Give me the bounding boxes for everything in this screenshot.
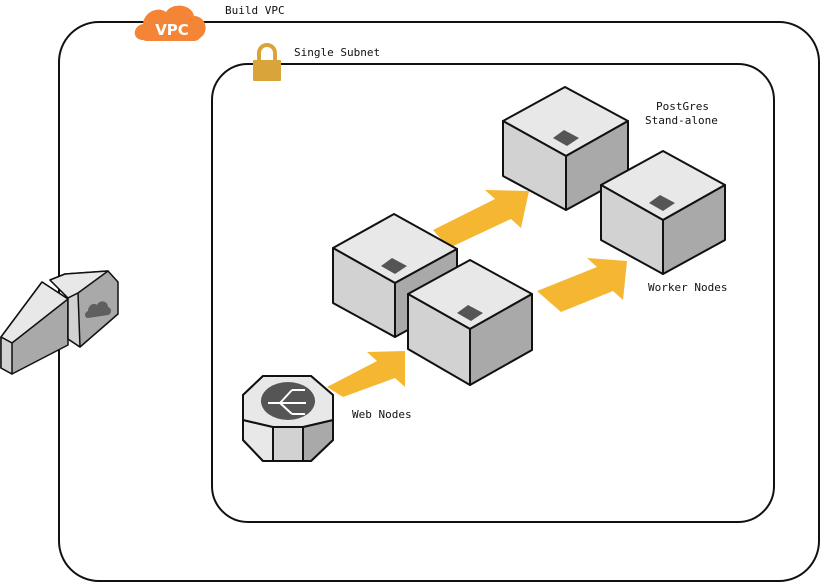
padlock-icon <box>253 43 281 81</box>
vpc-badge-text: VPC <box>155 21 189 39</box>
load-balancer-icon <box>242 375 334 462</box>
vpc-cloud-icon: VPC <box>134 5 206 42</box>
internet-gateway-icon <box>0 270 119 375</box>
postgres-label-line1: PostGres <box>656 100 709 113</box>
worker-node-cube <box>600 150 726 275</box>
subnet-label: Single Subnet <box>294 46 381 59</box>
arrow-web-to-app <box>327 351 405 397</box>
web-node-cube-front <box>407 259 533 386</box>
subnet-boundary <box>211 63 775 523</box>
vpc-label: Build VPC <box>225 4 285 17</box>
postgres-label-line2: Stand-alone <box>645 114 718 127</box>
arrow-app-to-workers <box>537 258 627 312</box>
postgres-cube <box>502 86 629 211</box>
arrow-app-to-postgres <box>433 190 529 248</box>
web-nodes-label: Web Nodes <box>352 408 412 421</box>
worker-nodes-label: Worker Nodes <box>648 281 728 294</box>
